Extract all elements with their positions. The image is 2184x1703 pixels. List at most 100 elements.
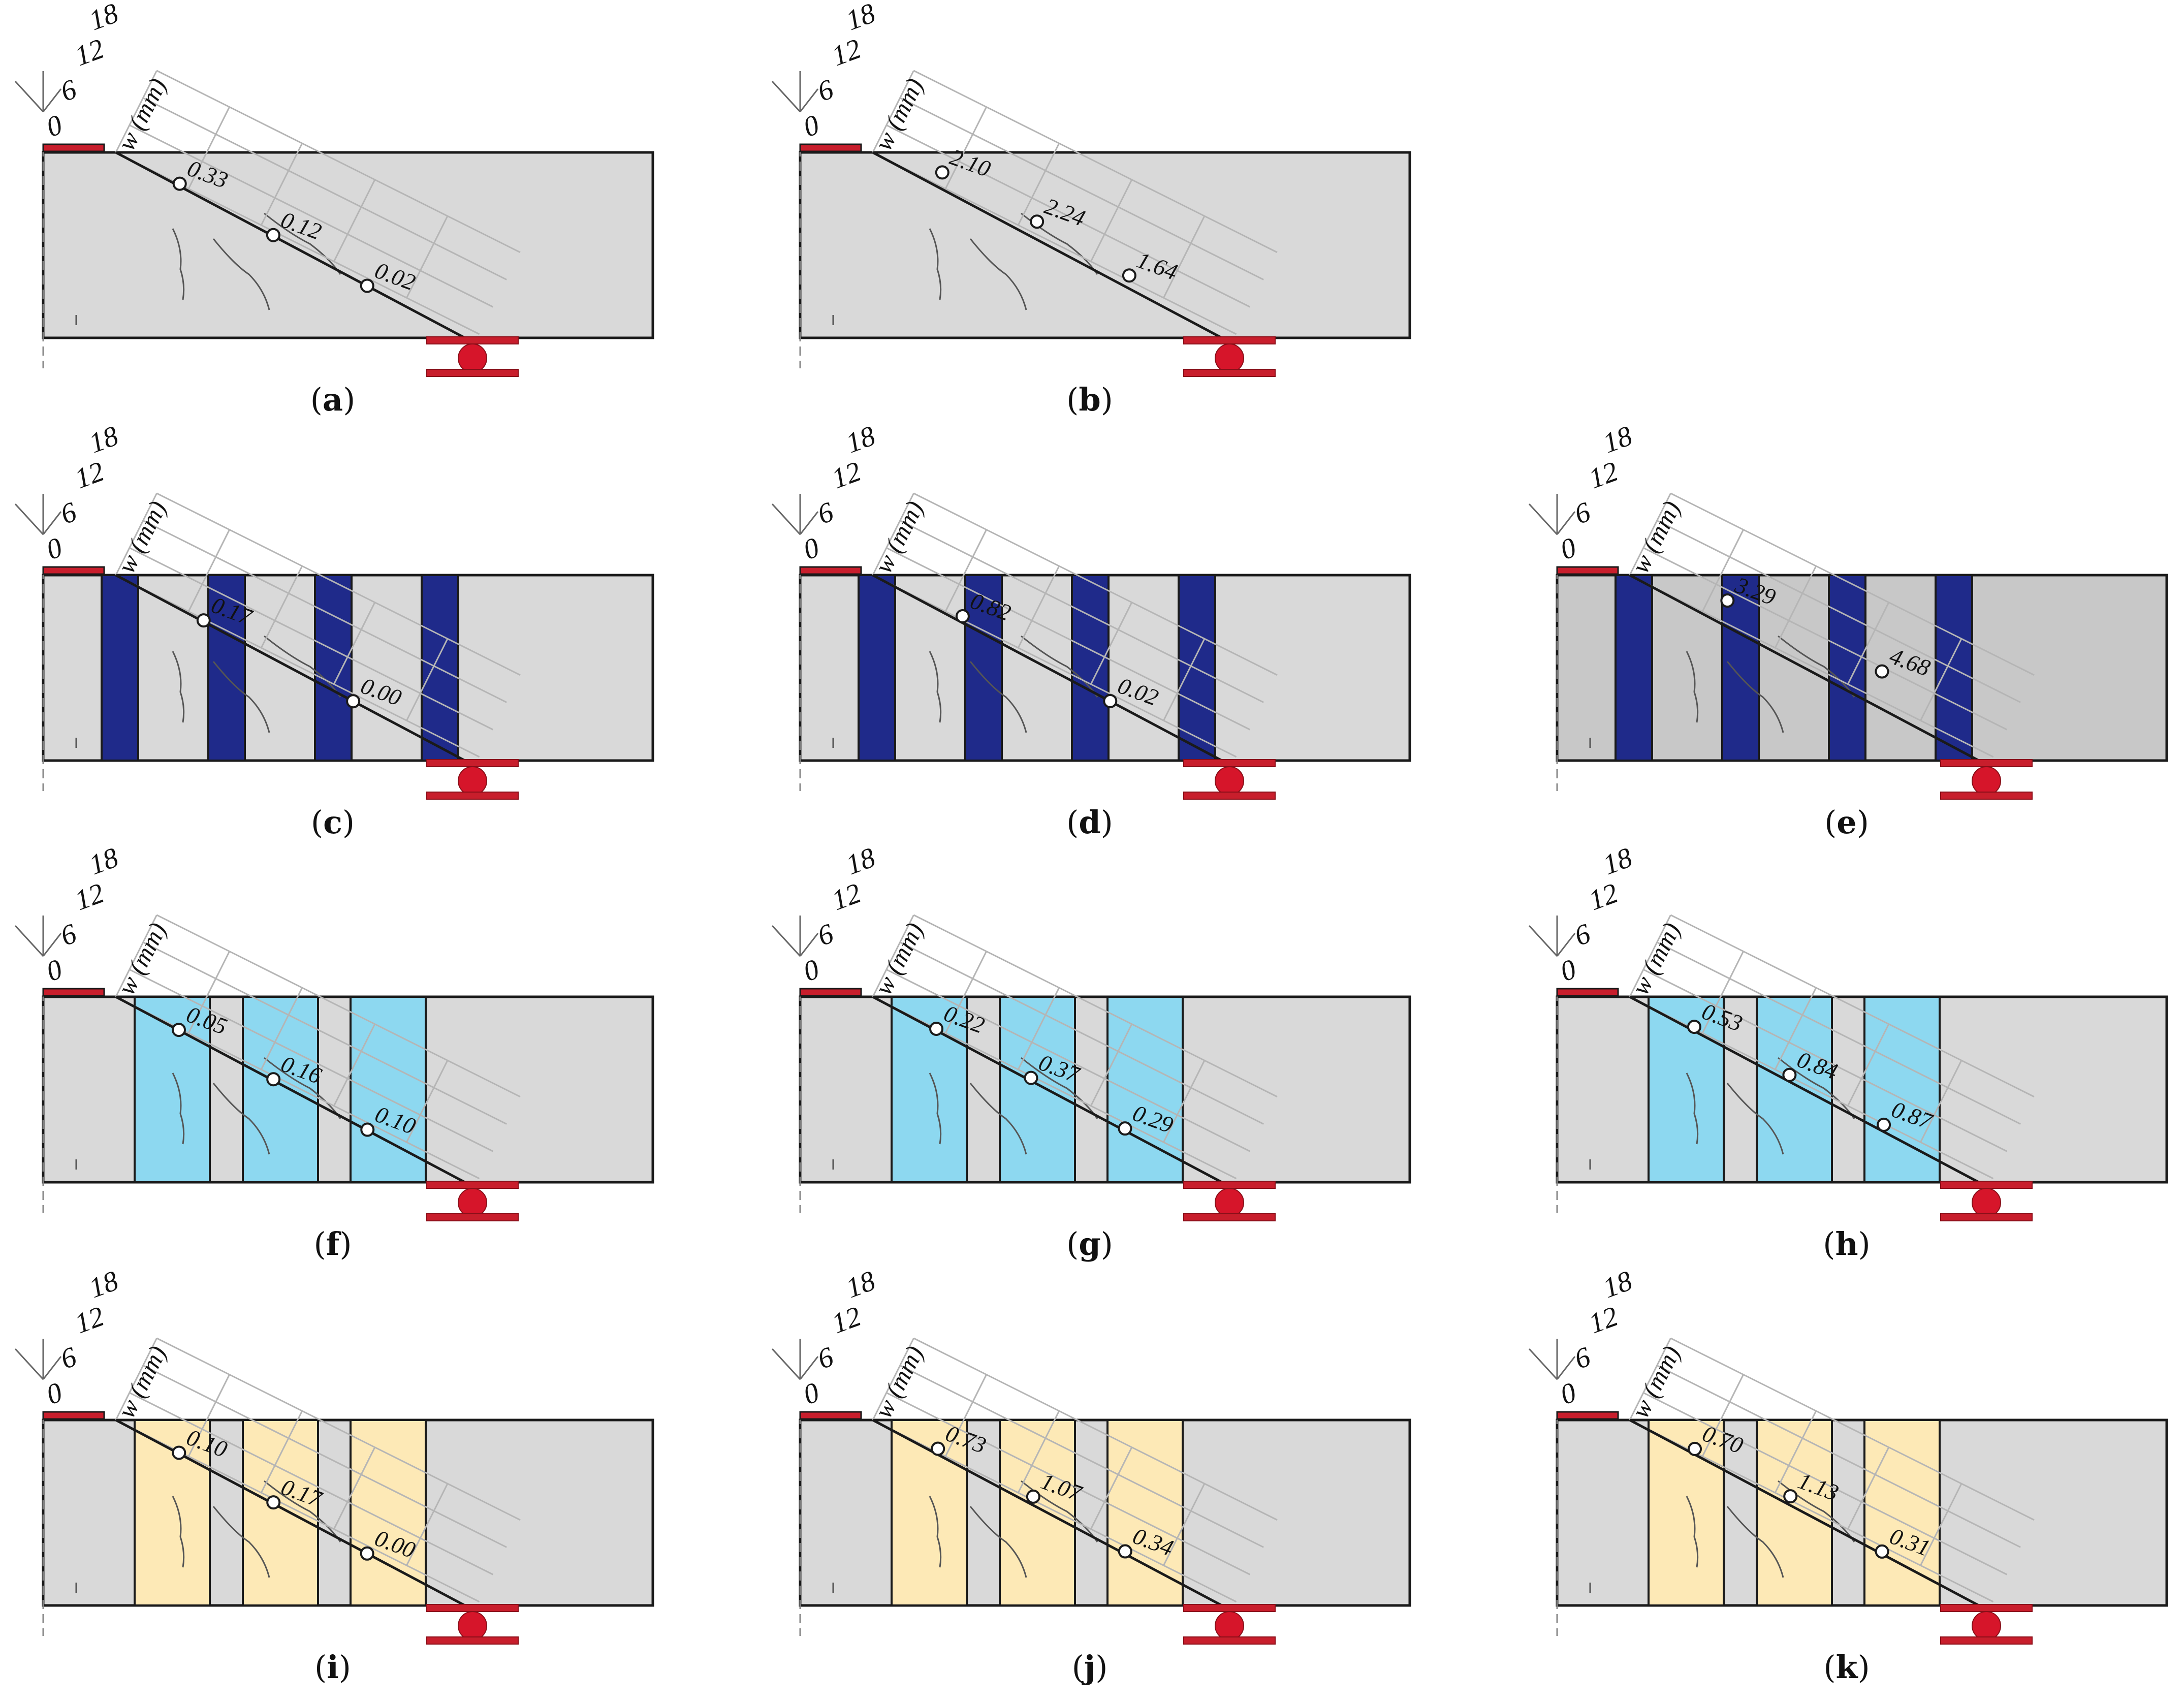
measurement-point (1875, 664, 1889, 679)
axis-tick-18: 18 (85, 842, 122, 881)
axis-arrows-icon (771, 916, 819, 957)
measurement-point (1122, 268, 1136, 283)
caption-open: ( (310, 381, 323, 418)
caption-letter: i (327, 1649, 339, 1686)
measurement-point (1103, 693, 1118, 708)
support-bottom-plate (1940, 792, 2033, 800)
frp-strip (1615, 574, 1653, 762)
crack-line (212, 238, 270, 310)
frp-strip (858, 574, 896, 762)
grid-line (944, 529, 987, 612)
frp-strip (242, 996, 319, 1183)
panel-caption: (k) (1823, 1649, 1870, 1686)
grid-line (1670, 492, 2035, 676)
grid-line (1629, 574, 1994, 758)
axis-tick-18: 18 (842, 420, 879, 459)
grid-line (1643, 547, 2008, 731)
load-plate-icon (42, 988, 105, 997)
load-plate-icon (1556, 988, 1619, 997)
grid-line (1774, 565, 1817, 648)
load-plate-icon (1556, 1411, 1619, 1420)
grid-line (333, 602, 376, 685)
crack-line (1726, 1083, 1784, 1155)
crack-line (969, 238, 1027, 310)
frp-strip (999, 1419, 1076, 1606)
crack-line (1726, 661, 1784, 733)
frp-strip (314, 574, 353, 762)
axis-tick-0: 0 (799, 953, 824, 988)
support-pin (1215, 343, 1244, 373)
frp-strip (1071, 574, 1110, 762)
pin-support-icon (1183, 1604, 1276, 1645)
caption-letter: k (1836, 1649, 1859, 1686)
grid-line (1017, 987, 1060, 1070)
axis-tick-12: 12 (828, 456, 865, 495)
caption-open: ( (1072, 1649, 1084, 1686)
crack-path-line (1629, 1418, 1980, 1607)
pin-support-icon (426, 1604, 519, 1645)
support-pin (1215, 1188, 1244, 1217)
measurement-point (360, 1122, 375, 1137)
grid-line (156, 492, 521, 676)
crack-line (212, 661, 270, 733)
grid-line (1090, 602, 1133, 685)
frp-strip (101, 574, 139, 762)
grid-line (260, 1410, 303, 1493)
pin-support-icon (1183, 336, 1276, 377)
axis-tick-0: 0 (42, 531, 67, 566)
pin-support-icon (426, 1181, 519, 1221)
grid-line (129, 124, 494, 308)
axis-tick-12: 12 (1585, 456, 1622, 495)
axis-tick-12: 12 (828, 1301, 865, 1340)
grid-line (872, 574, 1237, 758)
crack-line (172, 1496, 185, 1568)
grid-line (1090, 179, 1133, 262)
caption-close: ) (1101, 804, 1113, 841)
caption-close: ) (342, 804, 355, 841)
beam-body (799, 151, 1411, 339)
frp-strip (964, 574, 1003, 762)
axis-tick-18: 18 (842, 842, 879, 881)
support-pin (1972, 1611, 2001, 1641)
grid-line (1656, 520, 2021, 703)
crack-line (212, 1083, 270, 1155)
grid-line (1629, 493, 1671, 576)
grid-line (187, 951, 230, 1034)
caption-open: ( (1066, 804, 1079, 841)
grid-line (156, 1337, 521, 1521)
axis-tick-12: 12 (71, 1301, 108, 1340)
grid-line (260, 565, 303, 648)
caption-open: ( (1066, 1225, 1079, 1263)
grid-line (1163, 638, 1206, 721)
support-pin (458, 766, 487, 796)
crack-path-line (872, 1418, 1223, 1607)
load-plate-icon (42, 1411, 105, 1420)
grid-line (872, 70, 914, 153)
support-pin (458, 1188, 487, 1217)
panel-caption: (a) (310, 381, 356, 418)
panel-caption: (g) (1066, 1225, 1113, 1263)
caption-open: ( (1066, 381, 1079, 418)
grid-line (944, 1374, 987, 1457)
grid-line (1163, 215, 1206, 298)
support-pin (1215, 1611, 1244, 1641)
grid-line (115, 914, 157, 997)
caption-letter: h (1835, 1225, 1858, 1263)
measurement-point (1026, 1489, 1040, 1504)
measurement-point (196, 613, 211, 628)
caption-close: ) (339, 1649, 351, 1686)
caption-close: ) (1101, 1225, 1113, 1263)
crack-line (264, 635, 341, 698)
measurement-point (360, 278, 374, 293)
measurement-point (1875, 1544, 1889, 1559)
support-top-plate (1940, 1604, 2033, 1612)
support-bottom-plate (426, 792, 519, 800)
